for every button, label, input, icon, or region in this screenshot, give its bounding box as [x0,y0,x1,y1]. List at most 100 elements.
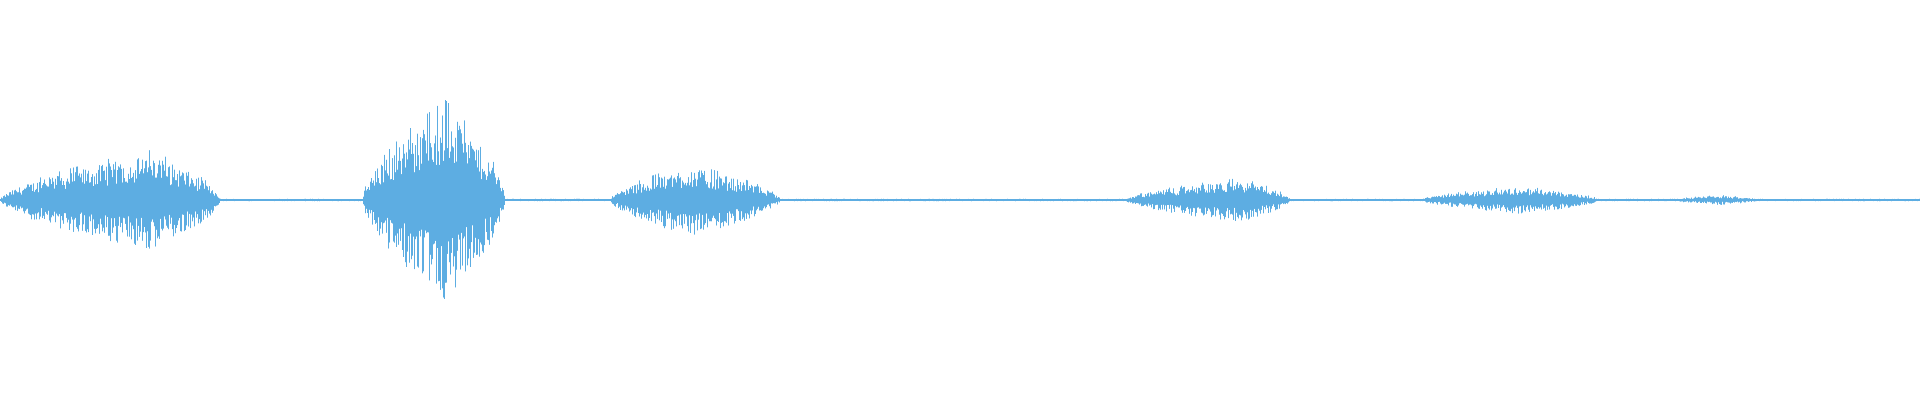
waveform-sample [1343,198,1344,201]
waveform-sample [143,173,144,233]
waveform-sample [1787,199,1788,202]
waveform-sample [1117,199,1118,201]
waveform-sample [484,170,485,246]
waveform-sample [1468,193,1469,206]
waveform-sample [857,198,858,201]
waveform-sample [1569,194,1570,208]
waveform-sample [1023,198,1024,201]
waveform-sample [566,199,567,201]
waveform-sample [1084,199,1085,202]
waveform-sample [1652,199,1653,201]
waveform-sample [1328,199,1329,201]
waveform-sample [330,199,331,201]
waveform-sample [838,199,839,201]
waveform-sample [1344,199,1345,201]
waveform-sample [939,198,940,201]
waveform-sample [479,171,480,257]
waveform-sample [1914,199,1915,201]
waveform-sample [1107,198,1108,201]
waveform-sample [637,184,638,208]
waveform-sample [574,198,575,201]
waveform-sample [1727,198,1728,203]
waveform-sample [1264,190,1265,207]
waveform-sample [755,186,756,214]
waveform-sample [36,188,37,220]
waveform-sample [178,186,179,221]
waveform-sample [1222,189,1223,214]
waveform-sample [1440,197,1441,204]
waveform-sample [928,198,929,201]
waveform-sample [1427,197,1428,203]
waveform-sample [1471,195,1472,206]
waveform-sample [691,172,692,224]
waveform-sample [1812,199,1813,201]
waveform-sample [1110,199,1111,202]
waveform-sample [1196,187,1197,213]
waveform-sample [1330,199,1331,202]
waveform-sample [382,166,383,234]
waveform-sample [405,167,406,263]
waveform-sample [724,183,725,222]
waveform-sample [1345,199,1346,201]
waveform-sample [868,199,869,201]
waveform-sample [80,177,81,214]
waveform-sample [897,199,898,201]
waveform-sample [1555,192,1556,207]
waveform-sample [133,172,134,230]
waveform-sample [1163,190,1164,205]
waveform-sample [1411,199,1412,201]
waveform-sample [1655,199,1656,201]
waveform-sample [1027,199,1028,201]
waveform-sample [1214,192,1215,208]
waveform-sample [1408,199,1409,202]
waveform-sample [1162,194,1163,210]
waveform-sample [690,182,691,233]
waveform-sample [129,179,130,237]
waveform-sample [1751,199,1752,202]
waveform-sample [1360,199,1361,201]
waveform-sample [1866,199,1867,201]
waveform-sample [393,180,394,242]
waveform-sample [952,199,953,201]
waveform-sample [1280,191,1281,205]
waveform-sample [1481,192,1482,207]
waveform-sample [1441,196,1442,205]
waveform-sample [1757,199,1758,201]
waveform-sample [829,199,830,202]
waveform-sample [1742,198,1743,202]
waveform-sample [1537,187,1538,209]
waveform-sample [586,199,587,201]
waveform-sample [1310,199,1311,201]
waveform-sample [1918,199,1919,201]
waveform-sample [534,199,535,202]
waveform-sample [1433,196,1434,204]
waveform-sample [983,199,984,202]
waveform-sample [258,199,259,201]
waveform-sample [511,199,512,201]
waveform-sample [1092,199,1093,201]
waveform-sample [1015,199,1016,202]
waveform-sample [1038,199,1039,201]
waveform-sample [1710,196,1711,203]
waveform-sample [1216,184,1217,211]
waveform-sample [1071,199,1072,201]
waveform-sample [775,197,776,204]
waveform-sample [1217,184,1218,209]
waveform-sample [1192,186,1193,212]
waveform-sample [88,170,89,233]
waveform-sample [1735,196,1736,202]
waveform-sample [1642,199,1643,201]
waveform-sample [1281,194,1282,204]
waveform-sample [1122,198,1123,201]
waveform-sample [1888,199,1889,201]
waveform-sample [1334,199,1335,201]
waveform-sample [1370,199,1371,201]
waveform-sample [101,166,102,225]
waveform-sample [1635,199,1636,201]
waveform-sample [1244,192,1245,212]
waveform-sample [232,199,233,201]
waveform-sample [227,199,228,201]
waveform-sample [1041,199,1042,201]
